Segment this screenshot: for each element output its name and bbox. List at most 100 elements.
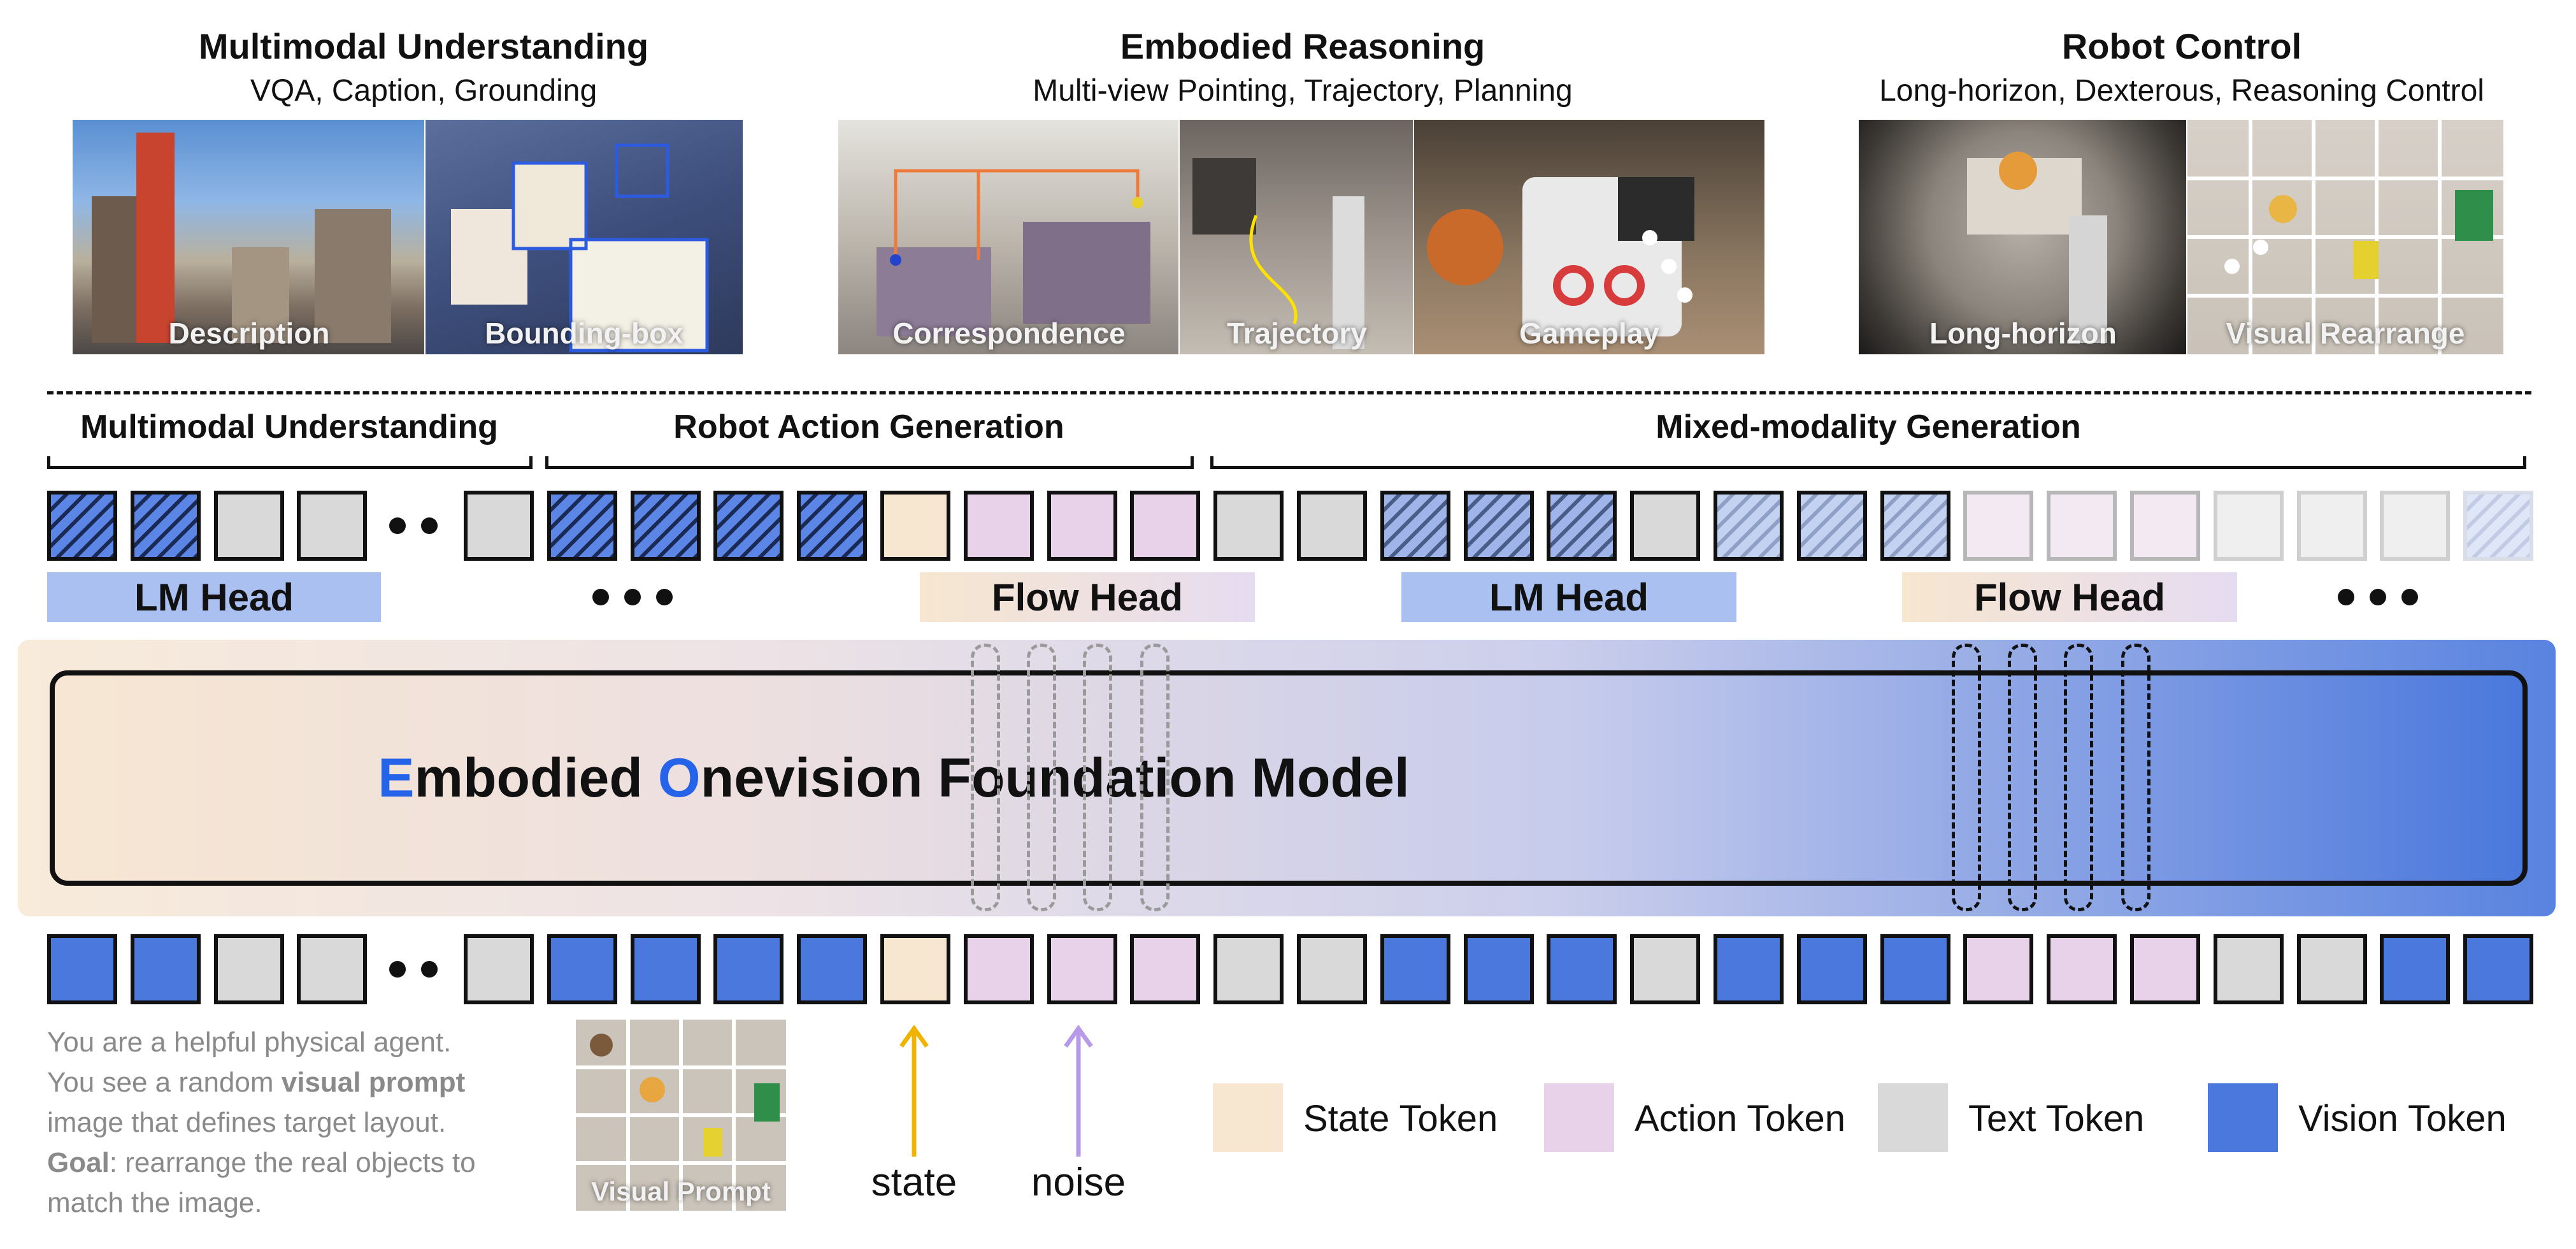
vision-token (47, 934, 117, 1004)
section-subtitle-robot-control: Long-horizon, Dexterous, Reasoning Contr… (1879, 74, 2484, 108)
vision-token (797, 934, 868, 1004)
model-title-part-1: mbodied (414, 747, 658, 809)
model-title: Embodied Onevision Foundation Model (0, 747, 2133, 810)
section-subtitle-embodied-reasoning: Multi-view Pointing, Trajectory, Plannin… (1033, 74, 1573, 108)
prompt-line-2: You see a random (47, 1067, 282, 1098)
vision-token-hatched (1796, 491, 1867, 561)
state-token (880, 491, 950, 561)
section-title-embodied-reasoning: Embodied Reasoning (1120, 26, 1485, 66)
prompt-line-4: : rearrange the real objects to (109, 1147, 476, 1178)
action-token (2130, 934, 2200, 1004)
lm-head-2: LM Head (1401, 572, 1736, 622)
action-token (1047, 491, 1117, 561)
token-pillar (971, 644, 1000, 911)
flow-head-1: Flow Head (920, 572, 1255, 622)
model-title-letter-o: O (657, 747, 701, 809)
state-token (880, 934, 950, 1004)
vision-token (713, 934, 784, 1004)
text-token (464, 491, 534, 561)
text-token (213, 491, 284, 561)
vision-token-hatched (630, 491, 701, 561)
text-token (2213, 934, 2284, 1004)
vision-token (1714, 934, 1784, 1004)
segment-label-robot-action: Robot Action Generation (673, 408, 1064, 445)
prompt-line-5: match the image. (47, 1187, 262, 1218)
segment-label-multimodal: Multimodal Understanding (80, 408, 498, 445)
photo-caption: Visual Rearrange (2226, 317, 2465, 350)
vision-token-hatched (1463, 491, 1534, 561)
text-token (297, 491, 368, 561)
legend-label-vision: Vision Token (2298, 1098, 2507, 1139)
segment-bracket-robot-action (545, 456, 1194, 469)
section-title-robot-control: Robot Control (2061, 26, 2302, 66)
action-token (1130, 934, 1201, 1004)
prompt-line-1: You are a helpful physical agent. (47, 1027, 452, 1058)
text-token-faded (2380, 491, 2451, 561)
vision-token (2463, 934, 2534, 1004)
section-divider (47, 391, 2531, 394)
photo-gameplay: Gameplay (1413, 119, 1766, 356)
action-token (963, 934, 1034, 1004)
ellipsis-dots (389, 961, 438, 978)
section-subtitle-multimodal: VQA, Caption, Grounding (250, 74, 597, 108)
photo-caption: Correspondence (892, 317, 1126, 350)
photo-visual-rearrange: Visual Rearrange (2186, 119, 2505, 356)
action-token (2047, 934, 2117, 1004)
model-box (50, 670, 2528, 886)
ellipsis-dots (2338, 589, 2418, 605)
text-token (1213, 491, 1284, 561)
token-pillar (2121, 644, 2150, 911)
visual-prompt-image: Visual Prompt (576, 1020, 786, 1211)
photo-trajectory: Trajectory (1178, 119, 1415, 356)
text-token (1297, 491, 1367, 561)
vision-token-hatched (1714, 491, 1784, 561)
vision-token-faded (2463, 491, 2534, 561)
photo-caption: Trajectory (1227, 317, 1367, 350)
photo-caption: Long-horizon (1929, 317, 2117, 350)
state-arrow-icon (899, 1024, 929, 1157)
legend-swatch-state (1213, 1083, 1283, 1152)
vision-token-hatched (797, 491, 868, 561)
vision-token-hatched (47, 491, 117, 561)
text-token (1630, 491, 1701, 561)
state-label: state (871, 1160, 957, 1204)
action-token (1130, 491, 1201, 561)
flow-head-2: Flow Head (1902, 572, 2237, 622)
vision-token-hatched (713, 491, 784, 561)
token-pillar (2008, 644, 2037, 911)
vision-token-hatched (1880, 491, 1950, 561)
action-token (1047, 934, 1117, 1004)
vision-token (1547, 934, 1617, 1004)
prompt-visual-prompt: visual prompt (281, 1067, 466, 1098)
photo-description: Description (71, 119, 427, 356)
vision-token (1463, 934, 1534, 1004)
vision-token-hatched (1547, 491, 1617, 561)
segment-bracket-mixed-modality (1210, 456, 2526, 469)
token-pillar (1027, 644, 1056, 911)
legend-label-text: Text Token (1968, 1098, 2145, 1139)
action-token (963, 491, 1034, 561)
visual-prompt-caption: Visual Prompt (591, 1176, 771, 1206)
noise-arrow-icon (1064, 1024, 1093, 1157)
photo-caption: Gameplay (1519, 317, 1659, 350)
text-token (2296, 934, 2367, 1004)
text-token (213, 934, 284, 1004)
photo-caption: Description (168, 317, 330, 350)
legend-swatch-action (1544, 1083, 1614, 1152)
vision-token-hatched (130, 491, 201, 561)
text-token (297, 934, 368, 1004)
prompt-text: You are a helpful physical agent. You se… (47, 1022, 550, 1223)
photo-caption: Bounding-box (485, 317, 683, 350)
text-token (1630, 934, 1701, 1004)
text-token (464, 934, 534, 1004)
action-token (1963, 934, 2034, 1004)
model-title-letter-e: E (378, 747, 415, 809)
legend-swatch-text (1878, 1083, 1948, 1152)
token-pillar (1140, 644, 1170, 911)
ellipsis-dots (592, 589, 673, 605)
segment-bracket-multimodal (47, 456, 533, 469)
vision-token-hatched (547, 491, 617, 561)
lm-head-1: LM Head (47, 572, 381, 622)
text-token-faded (2213, 491, 2284, 561)
prompt-goal: Goal (47, 1147, 110, 1178)
